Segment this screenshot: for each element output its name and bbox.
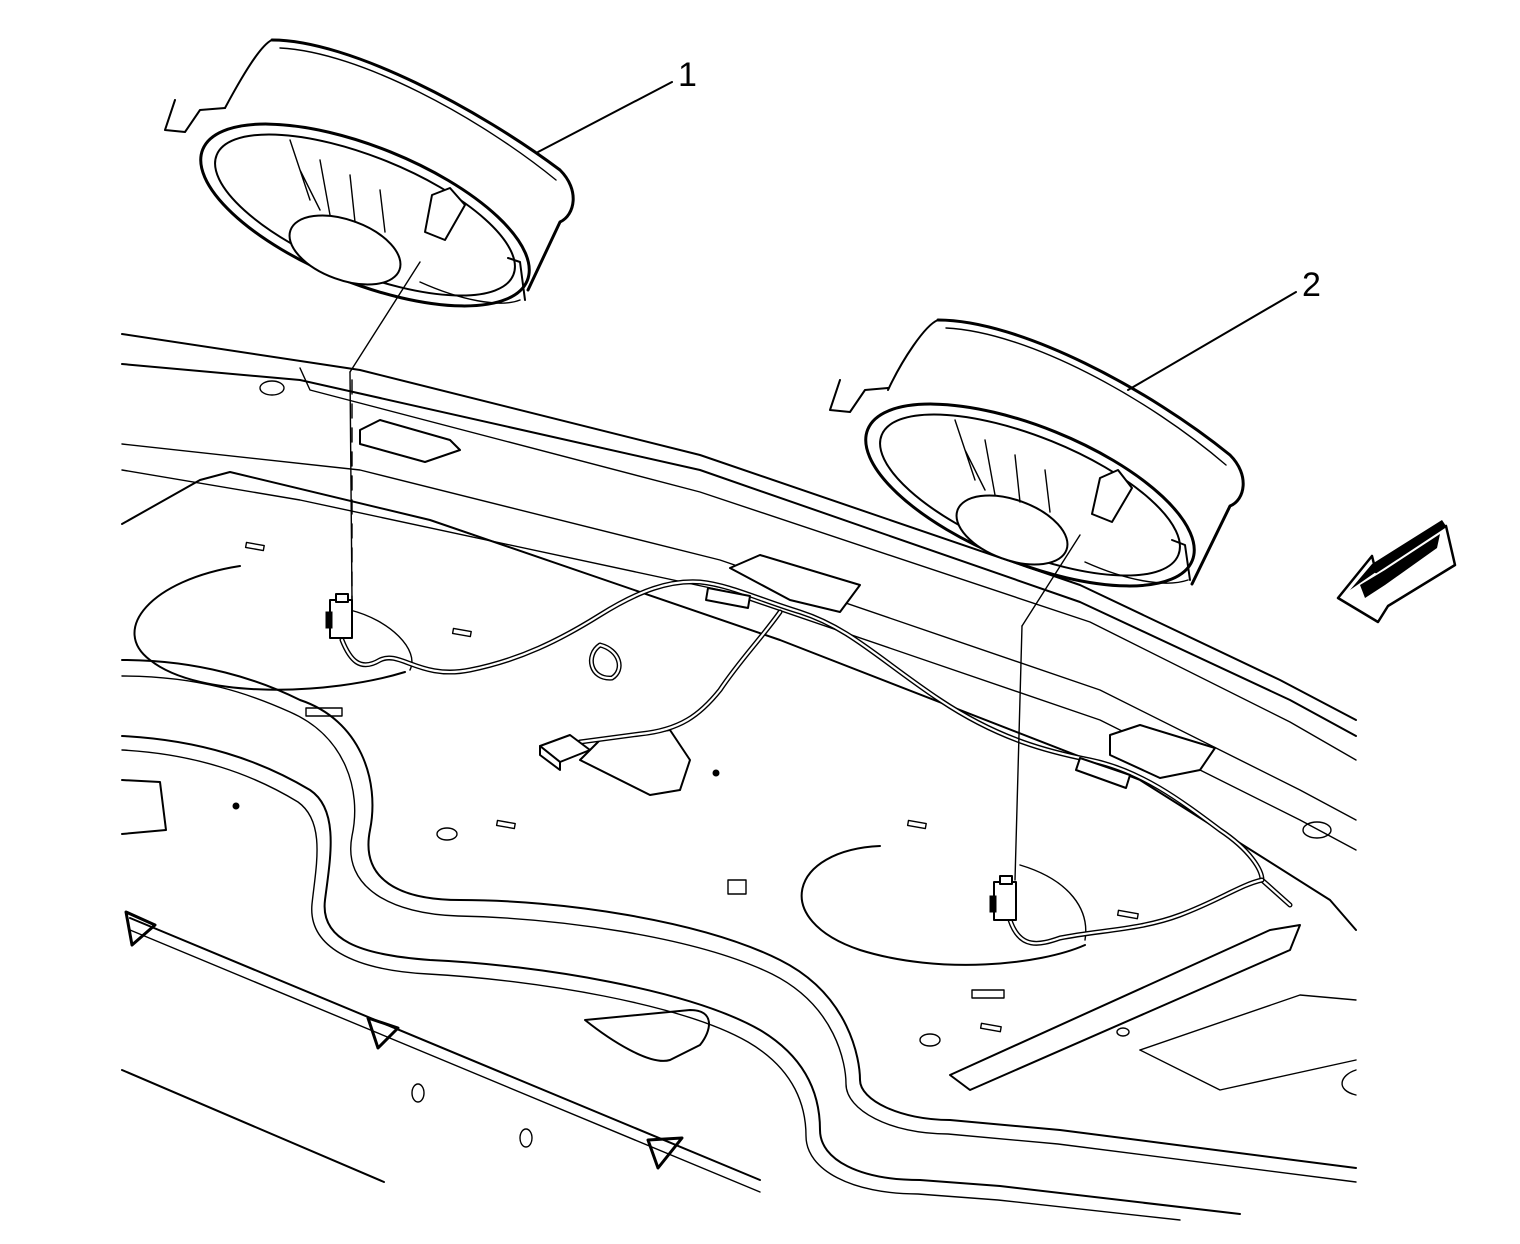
- callout-1: 1: [537, 56, 697, 153]
- slot-6: [1116, 909, 1139, 920]
- callout-2-leader: [1127, 291, 1297, 391]
- speaker-2-basket: [954, 419, 1051, 513]
- slot-3: [451, 627, 472, 638]
- speaker-2-housing-side: [887, 319, 939, 391]
- callout-2: 2: [1127, 266, 1321, 391]
- weatherstrip-edge-2: [129, 929, 761, 1193]
- slot-7: [979, 1022, 1002, 1033]
- rear-shelf-panel: [121, 333, 1357, 1221]
- speaker-1-frame-inner: [214, 133, 516, 297]
- square-hole: [727, 879, 747, 895]
- installation-guide-lines: [349, 261, 1081, 881]
- wiring-harness: [325, 579, 1293, 946]
- shelf-ridge-4: [121, 471, 1357, 931]
- harness-tape-1: [705, 587, 751, 609]
- right-rail-lower-2: [1139, 1049, 1357, 1091]
- triangle-opening: [584, 1009, 710, 1062]
- connector-right: [989, 875, 1017, 921]
- right-rail-lower: [1139, 994, 1357, 1051]
- shelf-top-edge-2: [121, 363, 1357, 737]
- lower-edge-line: [121, 1069, 385, 1183]
- harness-tape-2: [1075, 757, 1131, 789]
- speaker-1-mount-tab-right: [507, 257, 526, 301]
- callout-2-label: 2: [1302, 266, 1321, 304]
- hole-7: [519, 1128, 533, 1148]
- shelf-ridge-3: [121, 469, 1357, 851]
- harness-right-speaker-wire: [1007, 877, 1265, 946]
- weatherstrip-edge: [129, 917, 761, 1181]
- speaker-1: [164, 38, 575, 308]
- callout-1-leader: [537, 81, 673, 153]
- hole-5: [1116, 1027, 1130, 1037]
- guide-line-2b: [1021, 534, 1081, 627]
- front-of-vehicle-arrow-icon: [1336, 520, 1457, 624]
- slot-1: [305, 707, 343, 717]
- speaker-opening-right: [800, 845, 1086, 966]
- slot-4: [495, 819, 516, 830]
- guide-line-2a: [1014, 625, 1023, 881]
- right-edge-hole: [1341, 1069, 1357, 1096]
- speaker-1-housing-top: [270, 38, 575, 292]
- clip-triangle-1: [124, 910, 157, 947]
- slot-5: [906, 819, 927, 830]
- speaker-2-frame-inner: [879, 413, 1181, 577]
- guide-line-1b: [349, 261, 421, 373]
- shelf-ridge-2: [121, 443, 1357, 821]
- speaker-opening-left: [133, 565, 406, 691]
- speaker-2-mount-tab-right: [1171, 539, 1191, 581]
- speaker-2-edge: [1084, 561, 1189, 584]
- connector-left: [325, 593, 353, 639]
- speaker-1-magnet: [288, 214, 402, 286]
- speaker-1-housing-side: [224, 39, 273, 109]
- slot-2: [244, 541, 265, 552]
- callout-1-label: 1: [678, 56, 697, 94]
- clip-triangle-3: [646, 1136, 684, 1170]
- panel-contour-lower-inner: [121, 749, 1181, 1221]
- panel-contour-inner: [121, 675, 1357, 1183]
- speaker-2-mount-tab-left: [829, 379, 889, 413]
- speaker-1-mount-tab-left: [164, 99, 226, 133]
- hole-1: [259, 380, 285, 396]
- shelf-ridge-1: [299, 367, 1357, 761]
- hole-4: [1302, 821, 1332, 839]
- speaker-2-housing-top: [936, 318, 1245, 586]
- speaker-1-housing-rim: [279, 47, 557, 181]
- speaker-2-housing-rim: [945, 327, 1227, 466]
- hole-3: [919, 1033, 941, 1047]
- speaker-1-terminal: [424, 187, 466, 241]
- connector-harness-end: [539, 734, 591, 771]
- shelf-slot-left: [359, 419, 461, 463]
- shelf-slot-center: [729, 554, 861, 613]
- speaker-opening-right-rim: [1019, 864, 1087, 941]
- shelf-slot-right: [1109, 724, 1216, 779]
- clip-triangle-2: [366, 1016, 400, 1050]
- speaker-1-edge: [419, 281, 521, 304]
- slot-8: [971, 989, 1005, 999]
- speaker-2: [829, 318, 1245, 588]
- panel-contour-lower: [121, 735, 1241, 1215]
- speaker-2-magnet: [955, 494, 1069, 566]
- pin-hole-1: [232, 802, 240, 810]
- left-cutout: [121, 779, 167, 835]
- speaker-2-terminal: [1091, 469, 1133, 523]
- shelf-top-edge: [121, 333, 1357, 721]
- panel-contour-outer: [121, 659, 1357, 1169]
- right-rail: [949, 924, 1301, 1091]
- hole-2: [436, 827, 458, 841]
- pin-hole-2: [712, 769, 720, 777]
- hole-6: [411, 1083, 425, 1103]
- speaker-1-basket: [289, 139, 386, 233]
